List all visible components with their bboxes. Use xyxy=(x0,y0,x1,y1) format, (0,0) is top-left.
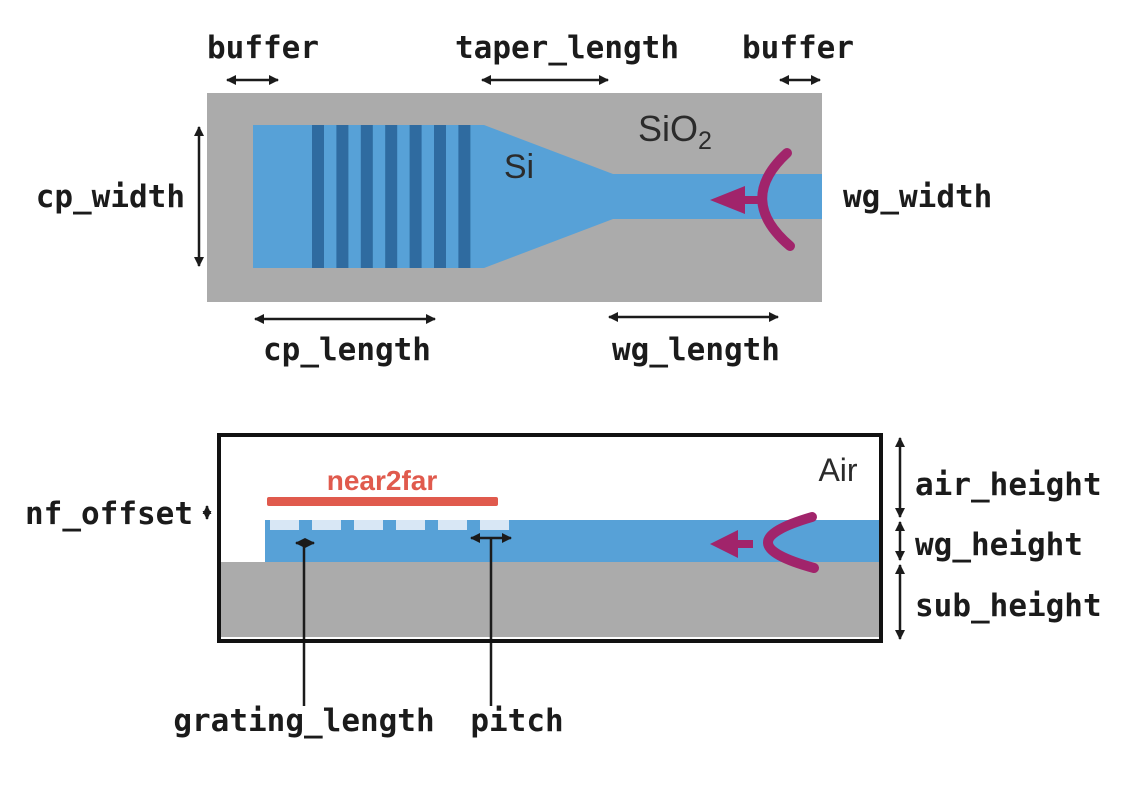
source-arrowhead xyxy=(710,186,745,214)
etched-groove xyxy=(312,520,341,530)
grating-bar xyxy=(312,125,324,268)
wg-height-label: wg_height xyxy=(915,527,1083,563)
source-arrow-icon xyxy=(710,512,819,573)
air-height-label: air_height xyxy=(915,467,1102,503)
sio2-material-label: SiO xyxy=(638,108,698,149)
source-arrowhead xyxy=(710,530,738,558)
etched-groove xyxy=(270,520,299,530)
etched-grooves xyxy=(270,520,509,530)
taper-length-label: taper_length xyxy=(455,30,679,66)
sub-height-label: sub_height xyxy=(915,588,1102,624)
cp-length-label: cp_length xyxy=(263,332,431,368)
near2far-label: near2far xyxy=(327,465,438,496)
etched-groove xyxy=(480,520,509,530)
grating-bar xyxy=(385,125,398,268)
source-arrow-icon xyxy=(710,148,795,251)
grating-bar xyxy=(409,125,422,268)
top-view-diagram: Si SiO 2 buffer taper_length buffer cp_w… xyxy=(36,30,993,368)
etched-groove xyxy=(354,520,383,530)
si-material-label: Si xyxy=(504,148,534,186)
sio2-material-subscript: 2 xyxy=(698,127,712,155)
grating-bar xyxy=(458,125,471,268)
source-arrow-shaft xyxy=(737,540,753,548)
grating-bar xyxy=(336,125,349,268)
buffer-left-label: buffer xyxy=(207,30,319,66)
grating-bar xyxy=(360,125,373,268)
etched-groove xyxy=(438,520,467,530)
near2far-monitor-line xyxy=(267,497,498,506)
taper-region xyxy=(484,125,613,268)
wavefront-arc-icon xyxy=(763,512,819,573)
cross-section-diagram: near2far nf_offset Air air_height wg_hei… xyxy=(25,433,1102,739)
source-arrow-shaft xyxy=(744,196,759,204)
waveguide-region xyxy=(613,174,822,219)
wg-width-label: wg_width xyxy=(843,179,992,215)
grating-length-label: grating_length xyxy=(173,703,434,739)
etched-groove xyxy=(396,520,425,530)
pitch-label: pitch xyxy=(470,703,563,739)
air-material-label: Air xyxy=(818,452,857,488)
wg-length-label: wg_length xyxy=(612,332,780,368)
nf-offset-label: nf_offset xyxy=(25,496,193,532)
grating-bars xyxy=(312,125,471,268)
substrate-region xyxy=(221,562,879,637)
wavefront-arc-icon xyxy=(757,148,795,251)
grating-bar xyxy=(434,125,446,268)
simulation-domain-border xyxy=(217,433,883,643)
cp-width-label: cp_width xyxy=(36,179,185,215)
buffer-right-label: buffer xyxy=(742,30,854,66)
